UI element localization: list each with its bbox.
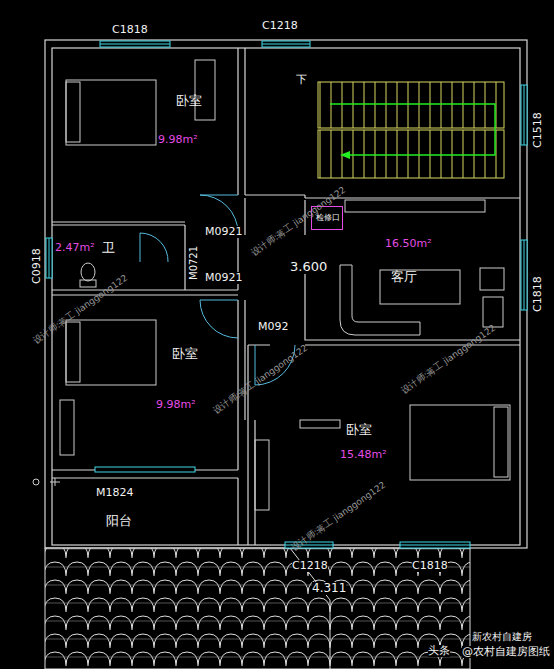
window-code: C1218: [262, 20, 298, 32]
window-code: C0918: [31, 248, 43, 284]
watermark: 设计师:蒋工 jianggong122: [400, 323, 498, 396]
room-area: 阳台: [52, 478, 238, 545]
room-area: 卧室 9.98m²: [52, 295, 238, 470]
room-area-text: 2.47m²: [55, 242, 95, 254]
window-code: C1818: [532, 276, 544, 312]
door-code: M0721: [188, 246, 199, 280]
elevation: 4.311: [312, 582, 346, 595]
room-area-text: 9.98m²: [156, 399, 196, 411]
room-area-text: 15.48m²: [340, 449, 387, 461]
watermark: 设计师:蒋工 jianggong122: [32, 273, 130, 346]
room-area-text: 16.50m²: [385, 238, 432, 250]
room-name: 客厅: [391, 270, 417, 284]
window-code: C1818: [412, 560, 448, 572]
door-code: M0921: [205, 226, 243, 238]
watermark: 设计师:蒋工 jianggong122: [212, 343, 310, 416]
door-code: M0921: [205, 272, 243, 284]
room-name: 卫: [102, 241, 115, 255]
stair-mark: 下: [296, 74, 307, 86]
logo-text: @农村自建房图纸: [462, 646, 550, 658]
window-code: C1518: [532, 112, 544, 148]
room-area-text: 9.98m²: [158, 134, 198, 146]
logo-text: 新农村自建房: [472, 631, 532, 642]
watermark: 设计师:蒋工 jianggong122: [290, 480, 388, 553]
window-code: C1218: [292, 560, 328, 572]
window-code: C1818: [112, 24, 148, 36]
room-name: 阳台: [106, 514, 132, 528]
room-name: 卧室: [176, 94, 202, 108]
elevation: 3.600: [290, 260, 327, 274]
room-area: 卧室 9.98m²: [52, 48, 238, 222]
logo-text: 头条: [428, 645, 450, 657]
room-name: 检修口: [316, 214, 340, 223]
door-code: M1824: [96, 487, 134, 499]
room-name: 卧室: [172, 347, 198, 361]
room-name: 卧室: [346, 423, 372, 437]
room-area: 客厅 16.50m² 检修口: [305, 198, 520, 340]
door-code: M092: [258, 321, 289, 333]
room-area: 卧室 15.48m²: [248, 345, 520, 545]
